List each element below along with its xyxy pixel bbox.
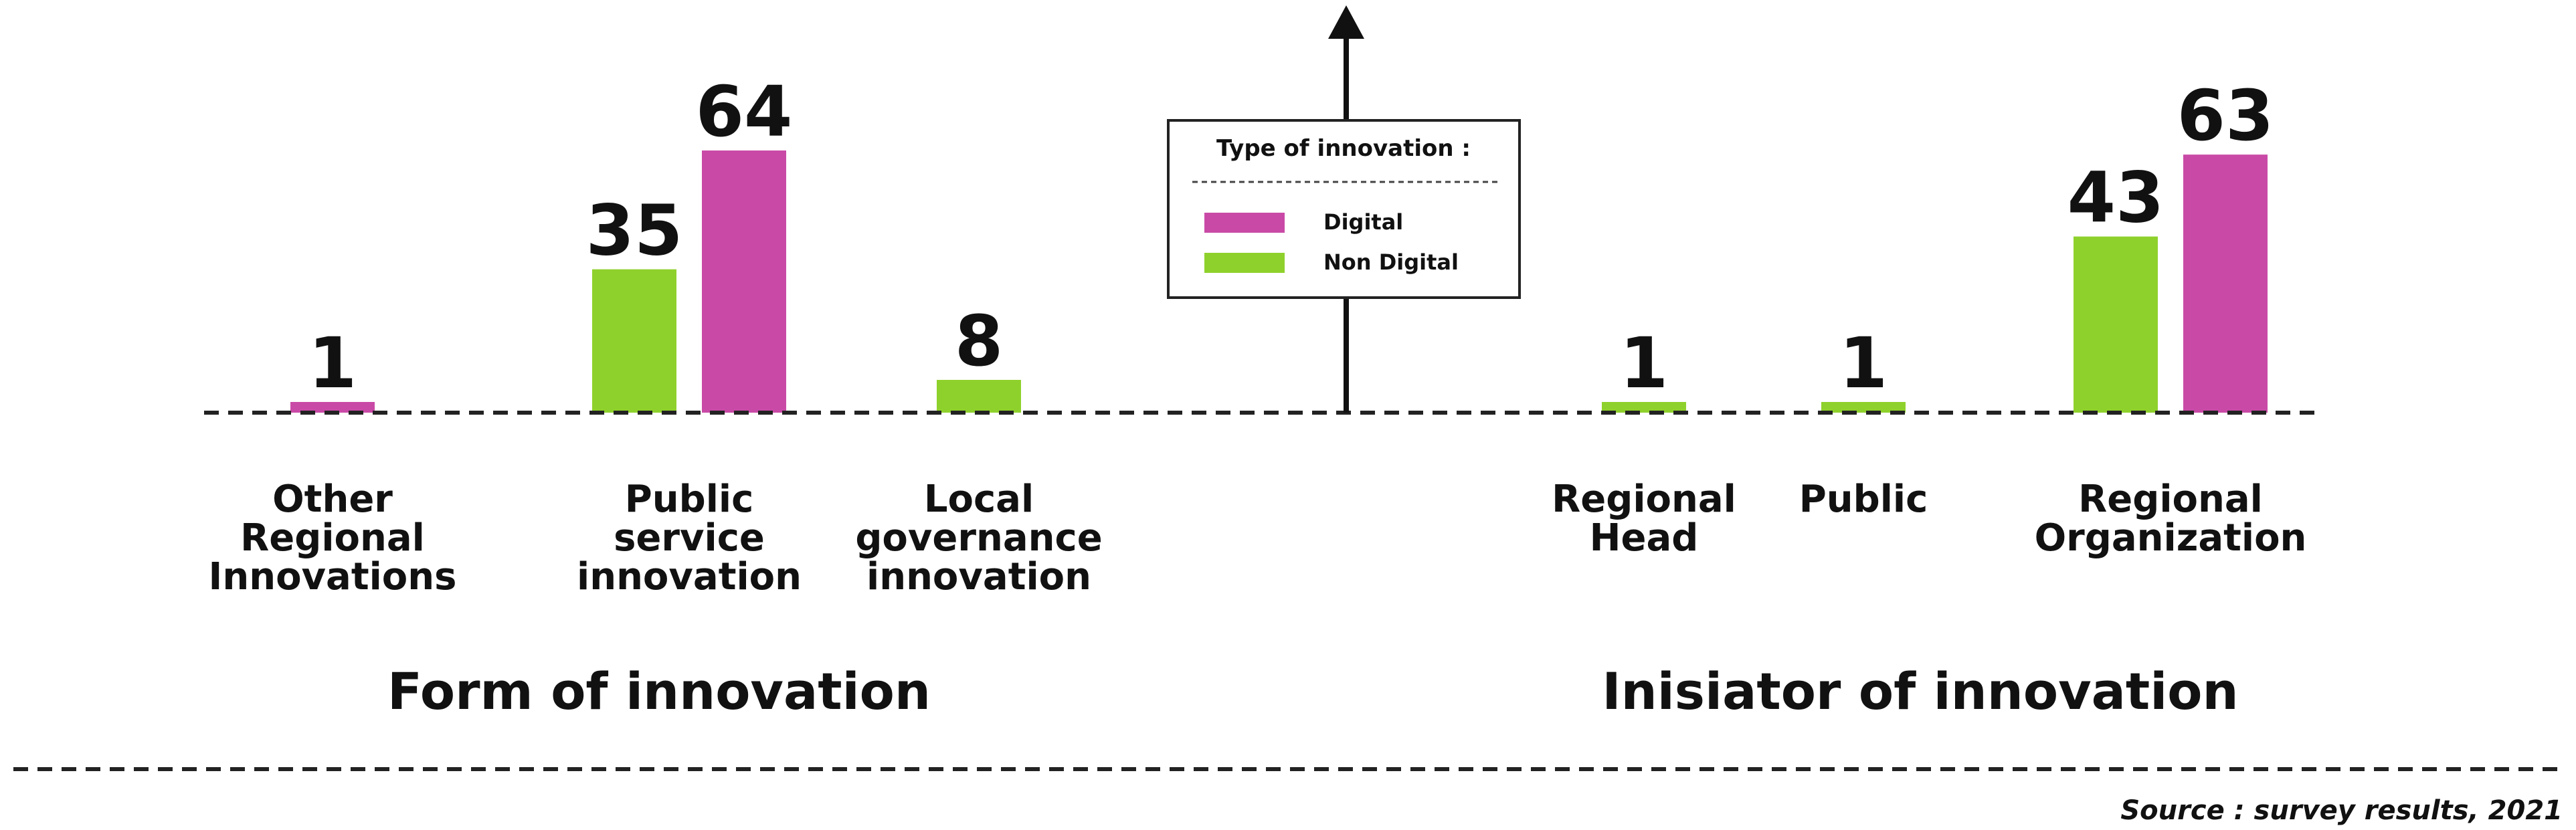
category-label-other-regional-innovations-line-1: Other [272,478,393,521]
legend-item-non-digital: Non Digital [1323,249,1459,275]
legend-title: Type of innovation : [1216,135,1471,162]
bar-public-service-innovation-non-digital [592,269,676,413]
category-label-regional-head-line-1: Regional [1552,478,1736,521]
category-label-public-line-1: Public [1799,478,1928,521]
category-label-regional-head-line-2: Head [1590,516,1699,560]
value-label-local-governance-innovation-non-digital: 8 [955,300,1003,382]
category-label-regional-organization-line-1: Regional [2078,478,2263,521]
category-label-local-governance-innovation-line-3: innovation [866,555,1091,599]
category-label-local-governance-innovation-line-1: Local [924,478,1034,521]
bar-regional-organization-digital [2183,154,2268,413]
group-title-form: Form of innovation [387,661,931,721]
source-note: Source : survey results, 2021 [2120,795,2563,826]
bar-public-service-innovation-digital [702,150,786,413]
value-label-other-regional-innovations-digital: 1 [308,322,357,404]
value-label-regional-organization-non-digital: 43 [2067,157,2165,239]
category-label-public-service-innovation-line-2: service [614,516,765,560]
bar-regional-organization-non-digital [2074,236,2158,413]
bar-public-non-digital [1821,402,1906,413]
value-label-regional-organization-digital: 63 [2177,75,2274,157]
value-label-regional-head-non-digital: 1 [1620,322,1668,404]
category-label-regional-organization-line-2: Organization [2035,516,2307,560]
value-label-public-non-digital: 1 [1839,322,1888,404]
category-label-other-regional-innovations-line-3: Innovations [209,555,457,599]
arrow-head-icon [1328,5,1364,39]
category-label-public-service-innovation-line-3: innovation [577,555,802,599]
category-label-local-governance-innovation-line-2: governance [855,516,1102,560]
legend: Type of innovation : Digital Non Digital [1167,119,1521,299]
legend-swatch-digital [1204,213,1285,233]
category-label-public-service-innovation-line-1: Public [625,478,754,521]
bar-regional-head-non-digital [1602,402,1686,413]
bar-other-regional-innovations-digital [290,402,375,413]
bar-local-governance-innovation-non-digital [937,380,1021,413]
legend-box [1167,119,1521,299]
value-label-public-service-innovation-non-digital: 35 [586,190,683,272]
legend-swatch-non-digital [1204,253,1285,273]
labels-layer: 1OtherRegionalInnovations3564Publicservi… [209,71,2307,599]
group-title-initiator: Inisiator of innovation [1602,661,2238,721]
category-label-other-regional-innovations-line-2: Regional [240,516,425,560]
legend-item-digital: Digital [1323,209,1403,235]
bars-layer [290,150,2268,413]
value-label-public-service-innovation-digital: 64 [696,71,793,152]
